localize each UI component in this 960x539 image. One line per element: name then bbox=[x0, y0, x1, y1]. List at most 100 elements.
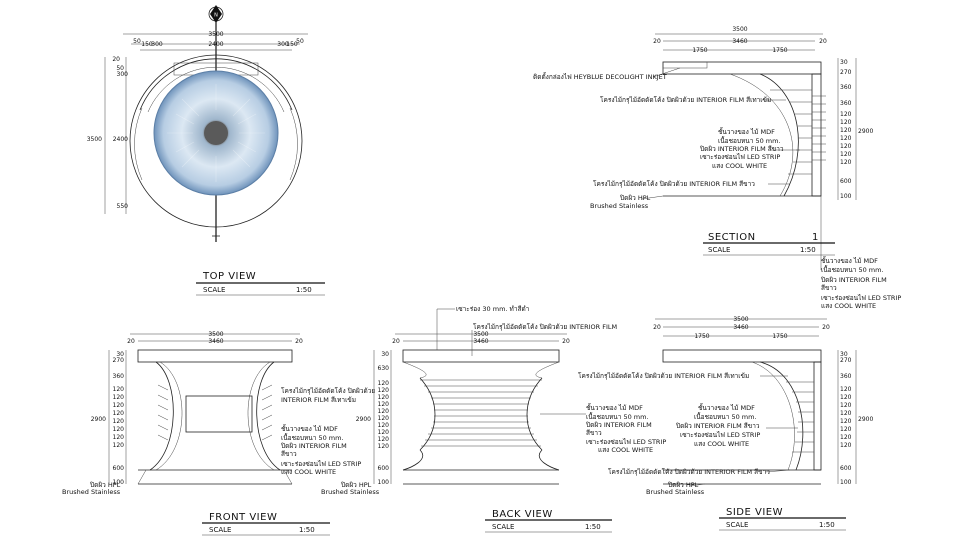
side-dim-half-r: 1750 bbox=[772, 333, 787, 340]
section-lower-thick: เนื้อชอบหนา 50 mm. bbox=[821, 265, 884, 274]
front-view-title: FRONT VIEW bbox=[209, 512, 277, 523]
dimension-label: 120 bbox=[113, 386, 125, 393]
section-note-frame-white: โครงไม้กรุไม้อัดดัดโค้ง ปิดผิวด้วย INTER… bbox=[593, 180, 755, 188]
section-dim-inner: 3460 bbox=[732, 38, 747, 45]
front-left-note-stainless: Brushed Stainless bbox=[62, 488, 121, 496]
side-dim-side-r: 20 bbox=[822, 324, 830, 331]
section-note-cool: แสง COOL WHITE bbox=[712, 162, 767, 170]
side-note-thick: เนื้อชอบหนา 50 mm. bbox=[694, 412, 757, 421]
front-note-frame-film: INTERIOR FILM สีเทาเข้ม bbox=[281, 396, 356, 404]
section-lower-film: ปิดผิว INTERIOR FILM bbox=[820, 276, 886, 284]
top-view-scale-label: SCALE bbox=[203, 286, 225, 294]
side-dim-r-360: 360 bbox=[840, 373, 852, 380]
side-view-scale-value: 1:50 bbox=[819, 521, 835, 529]
back-note-groove: เซาะร่อง 30 mm. ทำสีดำ bbox=[456, 305, 530, 313]
back-dim-l-630: 630 bbox=[378, 365, 390, 372]
section-note-frame-grey: โครงไม้กรุไม้อัดดัดโค้ง ปิดผิวด้วย INTER… bbox=[600, 96, 771, 104]
back-dim-side-r: 20 bbox=[562, 338, 570, 345]
back-note-cool: แสง COOL WHITE bbox=[598, 446, 653, 454]
front-view-scale-label: SCALE bbox=[209, 526, 231, 534]
back-note-film: ปิดผิว INTERIOR FILM bbox=[585, 421, 651, 429]
section-scale-value: 1:50 bbox=[800, 246, 816, 254]
top-dim-right-b: 150 bbox=[286, 41, 298, 48]
dimension-label: 120 bbox=[378, 387, 390, 394]
front-dim-total: 3500 bbox=[208, 331, 223, 338]
top-dim-l-550: 550 bbox=[117, 203, 129, 210]
back-dim-l-100: 100 bbox=[378, 479, 390, 486]
north-label: N bbox=[214, 13, 218, 19]
front-dim-l-2900: 2900 bbox=[91, 416, 106, 423]
side-note-stainless: Brushed Stainless bbox=[646, 488, 705, 496]
back-note-frame: โครงไม้กรุไม้อัดดัดโค้ง ปิดผิวด้วย INTER… bbox=[473, 323, 617, 331]
front-note-stainless: Brushed Stainless bbox=[321, 488, 380, 496]
dimension-label: 120 bbox=[840, 418, 852, 425]
section-dim-r-100: 100 bbox=[840, 193, 852, 200]
side-dim-r-2900: 2900 bbox=[858, 416, 873, 423]
top-view-title: TOP VIEW bbox=[202, 271, 256, 282]
section-dim-r-360b: 360 bbox=[840, 100, 852, 107]
side-dim-total: 3500 bbox=[733, 316, 748, 323]
side-note-led: เซาะร่องซ่อนไฟ LED STRIP bbox=[680, 431, 760, 439]
side-note-frame-grey: โครงไม้กรุไม้อัดดัดโค้ง ปิดผิวด้วย INTER… bbox=[578, 372, 749, 380]
section-note-shelf: ชั้นวางของ ไม้ MDF bbox=[718, 127, 775, 136]
back-dim-l-600: 600 bbox=[378, 465, 390, 472]
front-dim-l-270: 270 bbox=[113, 357, 125, 364]
top-dim-l-300: 300 bbox=[117, 71, 129, 78]
back-dim-l-30: 30 bbox=[381, 351, 389, 358]
section-dim-r-600: 600 bbox=[840, 178, 852, 185]
back-note-led: เซาะร่องซ่อนไฟ LED STRIP bbox=[586, 438, 666, 446]
top-dim-left-a: 50 bbox=[133, 38, 141, 45]
top-dim-l-50: 50 bbox=[116, 65, 124, 72]
dimension-label: 120 bbox=[840, 394, 852, 401]
section-dim-r-30: 30 bbox=[840, 59, 848, 66]
back-dim-inner: 3460 bbox=[473, 338, 488, 345]
front-view-screen bbox=[185, 395, 253, 433]
side-dim-inner: 3460 bbox=[733, 324, 748, 331]
dimension-label: 120 bbox=[113, 442, 125, 449]
front-view-scale-value: 1:50 bbox=[299, 526, 315, 534]
section-dim-side-l: 20 bbox=[653, 38, 661, 45]
front-dim-l-30: 30 bbox=[116, 351, 124, 358]
section-note-thick: เนื้อชอบหนา 50 mm. bbox=[718, 136, 781, 145]
section-lower-white: สีขาว bbox=[821, 284, 837, 292]
dimension-label: 120 bbox=[840, 442, 852, 449]
dimension-label: 120 bbox=[113, 410, 125, 417]
dimension-label: 120 bbox=[378, 394, 390, 401]
dimension-label: 120 bbox=[840, 143, 852, 150]
side-dim-r-30: 30 bbox=[840, 351, 848, 358]
front-note-film: ปิดผิว INTERIOR FILM bbox=[280, 442, 346, 450]
back-view-scale-value: 1:50 bbox=[585, 523, 601, 531]
north-arrow-icon: N bbox=[208, 5, 224, 23]
section-dim-r-270: 270 bbox=[840, 69, 852, 76]
section-title: SECTION bbox=[708, 232, 756, 243]
dimension-label: 120 bbox=[840, 119, 852, 126]
side-note-frame-white: โครงไม้กรุไม้อัดดัดโค้ง ปิดผิวด้วย INTER… bbox=[608, 468, 770, 476]
front-note-led: เซาะร่องซ่อนไฟ LED STRIP bbox=[281, 460, 361, 468]
section-dim-r-360: 360 bbox=[840, 84, 852, 91]
front-note-hpl: ปิดผิว HPL bbox=[340, 481, 371, 489]
section-dim-side-r: 20 bbox=[819, 38, 827, 45]
side-dim-half-l: 1750 bbox=[694, 333, 709, 340]
dimension-label: 120 bbox=[840, 402, 852, 409]
dimension-label: 120 bbox=[378, 401, 390, 408]
dimension-label: 120 bbox=[378, 422, 390, 429]
dimension-label: 120 bbox=[113, 426, 125, 433]
dimension-label: 120 bbox=[840, 386, 852, 393]
section-note-lightbox: ติดตั้งกล่องไฟ HEYBLUE DECOLIGHT INKJET bbox=[533, 72, 667, 81]
front-note-white: สีขาว bbox=[281, 450, 297, 458]
top-view: N 3500 2400 50 150 300 300 150 50 20 50 … bbox=[87, 5, 325, 296]
side-dim-r-270: 270 bbox=[840, 357, 852, 364]
back-dim-side-l: 20 bbox=[392, 338, 400, 345]
top-dim-right-a: 50 bbox=[296, 38, 304, 45]
section-note-stainless: Brushed Stainless bbox=[590, 202, 649, 210]
top-dim-l-3500: 3500 bbox=[87, 136, 102, 143]
top-dim-l-20: 20 bbox=[112, 56, 120, 63]
side-view-title: SIDE VIEW bbox=[726, 507, 783, 518]
dimension-label: 120 bbox=[378, 443, 390, 450]
dimension-label: 120 bbox=[378, 436, 390, 443]
front-dim-side-r: 20 bbox=[295, 338, 303, 345]
dimension-label: 120 bbox=[840, 159, 852, 166]
section-dim-r-2900: 2900 bbox=[858, 128, 873, 135]
back-dim-l-2900: 2900 bbox=[356, 416, 371, 423]
